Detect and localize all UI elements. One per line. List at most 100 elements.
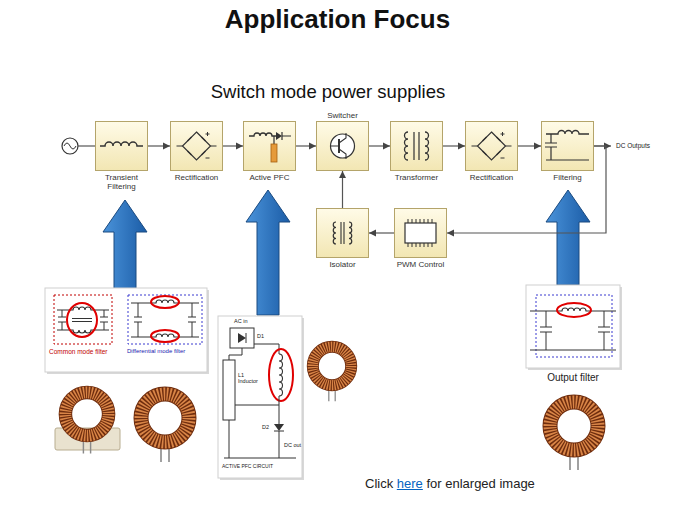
circuit-caption: ACTIVE PFC CIRCUIT (222, 464, 273, 470)
pointer-arrow (103, 200, 147, 290)
highlight-ellipse (269, 349, 293, 401)
transformer-coil (425, 132, 429, 160)
inductor-symbol (131, 334, 199, 337)
sine-wave (64, 143, 76, 149)
choke-coil (57, 330, 109, 333)
pointer-arrow (246, 190, 290, 315)
block-label: Transient Filtering (92, 173, 152, 191)
block-label: Rectification (470, 173, 514, 182)
signal-arrow (223, 145, 243, 146)
dashed-outline (536, 295, 612, 357)
signal-arrow (296, 145, 316, 146)
signal-arrow (447, 146, 606, 233)
block-label: Transformer (395, 173, 438, 182)
transistor-symbol (331, 134, 355, 158)
capacitor-symbol (545, 134, 589, 160)
inductor-symbol (249, 133, 276, 136)
toroid-inductor (550, 402, 598, 470)
block-label: PWM Control (397, 260, 445, 269)
isolator-coil (349, 222, 352, 244)
block-box: PWM Control (394, 208, 447, 258)
diode-symbol (274, 424, 284, 431)
input-wire (78, 145, 95, 146)
inductor-symbol (279, 354, 283, 396)
block-box: Rectification (465, 121, 518, 171)
block-label: Active PFC (249, 173, 289, 182)
toroid-inductor (313, 347, 351, 401)
highlight-ellipse (151, 330, 179, 342)
pointer-arrow (546, 190, 590, 285)
inset-panel (218, 316, 302, 478)
block-box: Switcher (316, 121, 369, 171)
highlight-ellipse (557, 303, 591, 317)
filter-caption: Output filter (547, 372, 599, 384)
signal-arrow (518, 145, 541, 146)
control-block (223, 360, 235, 420)
capacitor-symbol (58, 310, 108, 330)
box-fill (394, 208, 447, 258)
toroid-inductor (141, 394, 189, 462)
choke-core (72, 319, 92, 322)
inset-panel (526, 285, 620, 368)
transformer-core (414, 132, 419, 160)
part-label: D2 (262, 424, 269, 430)
pin-label: AC in (234, 318, 247, 324)
diode-symbol (238, 333, 246, 343)
signal-arrow (369, 145, 390, 146)
diode-bar (274, 431, 284, 432)
signal-arrow (443, 145, 465, 146)
bridge-box (230, 328, 254, 348)
block-box: Transient Filtering (95, 121, 148, 171)
wire (224, 396, 296, 458)
box-fill (170, 121, 223, 171)
inductor-symbol (131, 300, 199, 303)
highlight-ellipse (67, 303, 97, 337)
signal-arrow (369, 232, 394, 233)
click-note: Clickherefor enlarged image (365, 477, 535, 492)
output-label: DC Outputs (616, 142, 650, 149)
block-label: Rectification (175, 173, 219, 182)
choke-coil (57, 307, 109, 310)
signal-arrow (148, 145, 170, 146)
note-text: Click (365, 477, 393, 492)
dashed-outline (54, 295, 112, 344)
ac-source (62, 138, 78, 154)
box-fill (465, 121, 518, 171)
block-box: Isolator (316, 208, 369, 258)
inductor-symbol (530, 308, 616, 311)
ic-pins (408, 219, 432, 247)
block-label: Isolator (329, 260, 355, 269)
inductor-symbol (546, 131, 589, 134)
subtitle: Switch mode power supplies (211, 81, 445, 102)
box-fill (390, 121, 443, 171)
block-box: Filtering (541, 121, 594, 171)
transistor-leads (331, 133, 346, 159)
pin-label: DC out (284, 442, 301, 448)
box-fill (95, 121, 148, 171)
bridge-symbol (472, 132, 512, 160)
link-text: here (397, 477, 423, 492)
block-box: Active PFC (243, 121, 296, 171)
box-fill (243, 121, 296, 171)
switch-component (271, 144, 277, 162)
highlight-ellipse (151, 296, 179, 308)
part-label: D1 (257, 333, 264, 339)
diode-symbol (276, 132, 282, 140)
part-label: L1 Inductor (238, 372, 264, 385)
bridge-symbol (177, 132, 217, 160)
isolator-coil (333, 222, 336, 244)
box-fill (541, 121, 594, 171)
isolator-core (341, 222, 344, 244)
dashed-outline (128, 295, 202, 344)
block-box: Transformer (390, 121, 443, 171)
coil-symbol (100, 142, 143, 146)
block-label: Filtering (553, 173, 581, 182)
common-mode-choke (65, 392, 108, 453)
wire (274, 132, 291, 144)
filter-caption: Common mode filter (49, 348, 108, 355)
filter-caption: Differential mode filter (127, 348, 185, 355)
transformer-coil (405, 132, 408, 160)
